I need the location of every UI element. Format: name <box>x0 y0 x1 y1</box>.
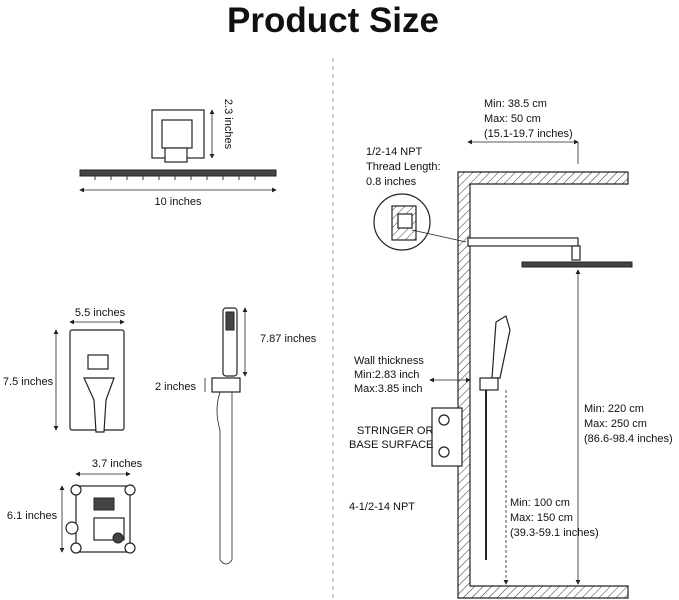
ball-joint <box>164 147 188 163</box>
head-height-label: 2.3 inches <box>222 99 234 150</box>
handheld-spray-face <box>225 311 235 331</box>
holder-label: 2 inches <box>155 381 196 393</box>
trim-lever <box>83 377 115 433</box>
body-width-label: 3.7 inches <box>92 458 143 470</box>
nozzles <box>94 176 256 180</box>
wall-thickness-max: Max:3.85 inch <box>354 383 422 395</box>
head-max-label: Max: 250 cm <box>584 418 647 430</box>
npt-label-1: 1/2-14 NPT <box>366 146 423 158</box>
handheld-drawing <box>204 307 248 565</box>
wall-thickness-min: Min:2.83 inch <box>354 369 419 381</box>
page-title: Product Size <box>227 1 439 40</box>
valve-min-label: Min: 100 cm <box>510 497 570 509</box>
arm-max-label: Max: 50 cm <box>484 113 541 125</box>
valve-trim-drawing <box>53 319 125 433</box>
body-height-label: 6.1 inches <box>7 510 58 522</box>
handheld-holder <box>211 377 241 393</box>
install-holder <box>479 377 499 391</box>
valve-body-drawing <box>59 471 136 554</box>
install-handheld <box>491 315 511 379</box>
head-range-label: (86.6-98.4 inches) <box>584 433 673 445</box>
head-width-label: 10 inches <box>154 196 202 208</box>
trim-height-label: 7.5 inches <box>3 376 54 388</box>
installation-drawing <box>373 139 633 599</box>
npt-bottom-label: 4-1/2-14 NPT <box>349 501 415 513</box>
arm-range-label: (15.1-19.7 inches) <box>484 128 573 140</box>
valve-port-top <box>93 497 115 511</box>
stringer-label-1: STRINGER OR <box>357 425 433 437</box>
shower-plate <box>79 169 277 177</box>
mount-inner <box>161 119 193 149</box>
stringer-label-2: BASE SURFACE <box>349 439 433 451</box>
npt-label-2: Thread Length: <box>366 161 441 173</box>
install-shower-plate <box>521 261 633 268</box>
hose-left <box>216 391 221 560</box>
valve-range-label: (39.3-59.1 inches) <box>510 527 599 539</box>
arm-joint <box>571 245 581 261</box>
wall-section <box>457 171 629 599</box>
shower-arm <box>467 237 579 247</box>
trim-width-label: 5.5 inches <box>75 307 126 319</box>
trim-handle-top <box>87 354 109 370</box>
arm-min-label: Min: 38.5 cm <box>484 98 547 110</box>
thread-detail-fitting <box>397 213 413 229</box>
valve-max-label: Max: 150 cm <box>510 512 573 524</box>
shower-head-drawing <box>79 109 277 193</box>
head-min-label: Min: 220 cm <box>584 403 644 415</box>
wall-thickness-title: Wall thickness <box>354 355 424 367</box>
npt-label-3: 0.8 inches <box>366 176 417 188</box>
handheld-length-label: 7.87 inches <box>260 333 317 345</box>
